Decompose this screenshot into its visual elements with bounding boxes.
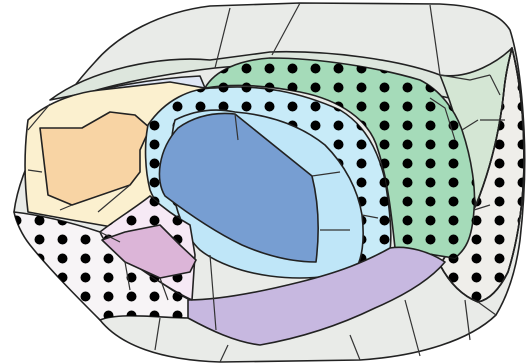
cortical-map-figure xyxy=(0,0,530,364)
